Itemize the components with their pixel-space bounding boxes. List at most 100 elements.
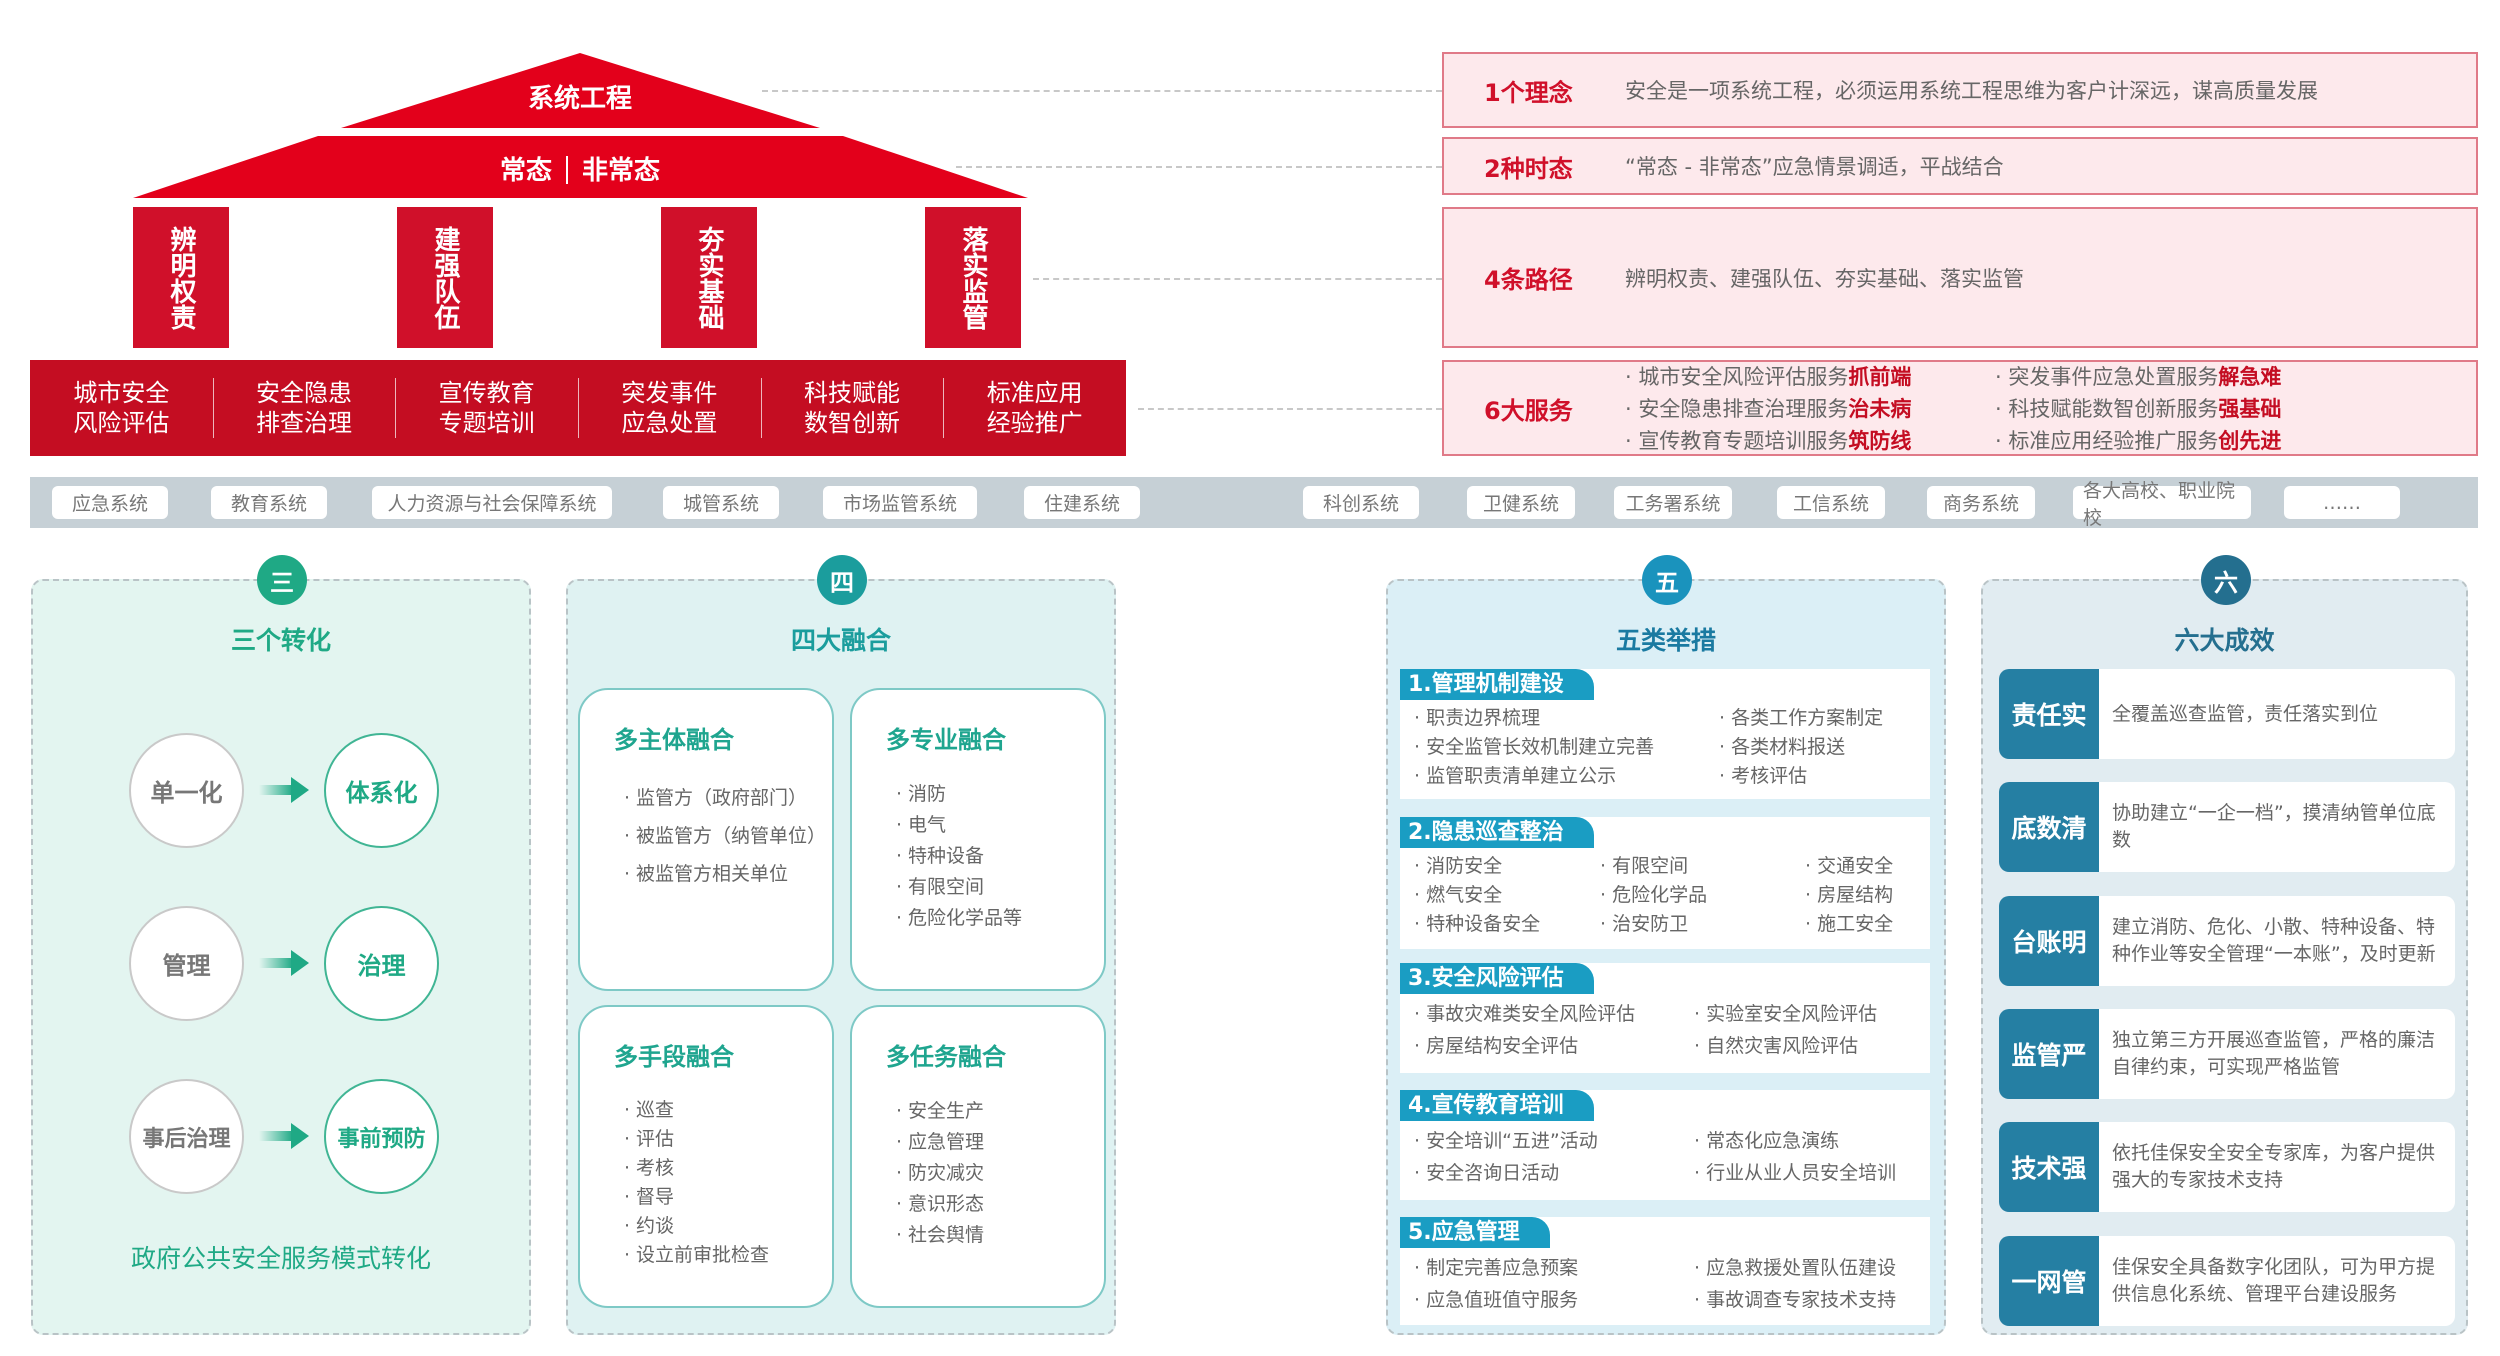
connector-line — [762, 90, 1442, 92]
system-tag: 科创系统 — [1303, 486, 1419, 519]
base-line: 安全隐患 — [256, 379, 352, 407]
base-line: 排查治理 — [256, 409, 352, 437]
panel-badge: 四 — [817, 555, 867, 605]
service-item: · 突发事件应急处置服务解急难 — [1995, 365, 2282, 389]
measure-section: 1.管理机制建设 职责边界梳理 各类工作方案制定 安全监管长效机制建立完善 各类… — [1400, 669, 1930, 799]
measure-item: 考核评估 — [1719, 762, 1939, 791]
arrow-right-icon — [259, 777, 309, 803]
panel-footer: 政府公共安全服务模式转化 — [130, 1244, 431, 1273]
outcome-key: 台账明 — [1999, 896, 2099, 986]
measure-item: 应急救援处置队伍建设 — [1694, 1252, 1944, 1284]
service-item: · 宣传教育专题培训服务筑防线 — [1625, 429, 1912, 453]
service-item: · 标准应用经验推广服务创先进 — [1995, 429, 2282, 453]
base-line: 专题培训 — [438, 409, 535, 437]
outcome-item: 底数清 协助建立“一企一档”，摸清纳管单位底数 — [1999, 782, 2455, 872]
base-line: 宣传教育 — [438, 379, 535, 407]
house-base: 城市安全风险评估 安全隐患排查治理 宣传教育专题培训 突发事件应急处置 科技赋能… — [30, 360, 1126, 456]
concept-value: 安全是一项系统工程，必须运用系统工程思维为客户计深远，谋高质量发展 — [1625, 79, 2318, 103]
service-item: · 城市安全风险评估服务抓前端 — [1625, 365, 1912, 389]
measure-item: 危险化学品 — [1600, 881, 1805, 910]
measure-item: 事故调查专家技术支持 — [1694, 1284, 1944, 1316]
outcome-value: 协助建立“一企一档”，摸清纳管单位底数 — [2112, 802, 2436, 851]
services-list: · 城市安全风险评估服务抓前端 · 突发事件应急处置服务解急难 · 安全隐患排查… — [1569, 361, 2365, 455]
states-key: 2种时态 — [1484, 154, 1573, 183]
outcome-item: 台账明 建立消防、危化、小散、特种设备、特种作业等安全管理“一本账”，及时更新 — [1999, 896, 2455, 986]
measure-item: 房屋结构安全评估 — [1414, 1030, 1694, 1062]
measure-item: 行业从业人员安全培训 — [1694, 1157, 1944, 1189]
section-items: 事故灾难类安全风险评估 实验室安全风险评估 房屋结构安全评估 自然灾害风险评估 — [1400, 994, 1930, 1068]
card-item: 督导 — [614, 1183, 832, 1212]
panel-title: 三个转化 — [230, 626, 331, 655]
paths-box: 4条路径 辨明权责、建强队伍、夯实基础、落实监管 — [1442, 207, 2478, 348]
base-line: 数智创新 — [804, 409, 901, 437]
measure-section: 2.隐患巡查整治 消防安全 有限空间 交通安全 燃气安全 危险化学品 房屋结构 … — [1400, 817, 1930, 949]
card-item: 社会舆情 — [886, 1220, 1104, 1251]
conversion-row: 管理 治理 — [129, 906, 439, 1021]
roof-mid-left: 常态 — [499, 156, 552, 186]
pillar: 辨明权责 — [133, 207, 229, 348]
section-items: 职责边界梳理 各类工作方案制定 安全监管长效机制建立完善 各类材料报送 监管职责… — [1400, 700, 1930, 797]
conversion-row: 事后治理 事前预防 — [129, 1079, 439, 1194]
base-item: 宣传教育专题培训 — [395, 378, 578, 438]
measure-item: 有限空间 — [1600, 852, 1805, 881]
from-oval: 管理 — [129, 906, 244, 1021]
from-oval: 单一化 — [129, 733, 244, 848]
measure-item: 常态化应急演练 — [1694, 1125, 1944, 1157]
measure-item: 制定完善应急预案 — [1414, 1252, 1694, 1284]
fusion-card: 多手段融合 巡查 评估 考核 督导 约谈 设立前审批检查 — [578, 1005, 834, 1308]
panel-badge: 五 — [1642, 555, 1692, 605]
services-box: 6大服务 · 城市安全风险评估服务抓前端 · 突发事件应急处置服务解急难 · 安… — [1442, 360, 2478, 456]
service-item: · 安全隐患排查治理服务治未病 — [1625, 397, 1912, 421]
divider — [566, 156, 568, 184]
system-tag: 住建系统 — [1024, 486, 1140, 519]
card-title: 多主体融合 — [614, 726, 734, 754]
section-tab: 5.应急管理 — [1400, 1217, 1550, 1248]
base-line: 标准应用 — [986, 379, 1083, 407]
section-items: 制定完善应急预案 应急救援处置队伍建设 应急值班值守服务 事故调查专家技术支持 — [1400, 1248, 1930, 1322]
section-tab: 2.隐患巡查整治 — [1400, 817, 1594, 848]
outcome-item: 责任实 全覆盖巡查监管，责任落实到位 — [1999, 669, 2455, 759]
measure-section: 5.应急管理 制定完善应急预案 应急救援处置队伍建设 应急值班值守服务 事故调查… — [1400, 1217, 1930, 1325]
base-line: 经验推广 — [986, 409, 1083, 437]
measure-item: 施工安全 — [1805, 910, 1945, 939]
systems-bar: 应急系统 教育系统 人力资源与社会保障系统 城管系统 市场监管系统 住建系统 科… — [30, 477, 2478, 529]
roof-top-label: 系统工程 — [527, 84, 632, 114]
section-tab: 4.宣传教育培训 — [1400, 1090, 1594, 1121]
base-item: 安全隐患排查治理 — [212, 378, 396, 438]
paths-value: 辨明权责、建强队伍、夯实基础、落实监管 — [1625, 266, 2024, 291]
fusion-card: 多专业融合 消防 电气 特种设备 有限空间 危险化学品等 — [850, 688, 1106, 991]
fusion-card: 多主体融合 监管方（政府部门） 被监管方（纳管单位） 被监管方相关单位 — [578, 688, 834, 991]
pillar: 落实监管 — [925, 207, 1021, 348]
measure-section: 3.安全风险评估 事故灾难类安全风险评估 实验室安全风险评估 房屋结构安全评估 … — [1400, 963, 1930, 1073]
measure-item: 应急值班值守服务 — [1414, 1284, 1694, 1316]
paths-key: 4条路径 — [1484, 266, 1573, 294]
pillar: 建强队伍 — [397, 207, 493, 348]
system-tag: 市场监管系统 — [823, 486, 977, 519]
measure-item: 实验室安全风险评估 — [1694, 998, 1944, 1030]
card-item: 消防 — [886, 779, 1104, 810]
panel-badge: 六 — [2201, 555, 2251, 605]
measure-item: 安全咨询日活动 — [1414, 1157, 1694, 1189]
system-tag: 人力资源与社会保障系统 — [372, 486, 612, 519]
roof-mid-label: 常态非常态 — [430, 150, 730, 187]
house-roof — [133, 53, 1028, 198]
system-tag: 商务系统 — [1927, 486, 2035, 519]
states-box: 2种时态 “常态 - 非常态”应急情景调适，平战结合 — [1442, 137, 2478, 195]
card-item: 意识形态 — [886, 1189, 1104, 1220]
base-line: 应急处置 — [621, 409, 718, 437]
measure-item: 燃气安全 — [1414, 881, 1600, 910]
measure-item: 交通安全 — [1805, 852, 1945, 881]
card-title: 多任务融合 — [886, 1043, 1006, 1071]
arrow-right-icon — [259, 1123, 309, 1149]
outcome-value: 独立第三方开展巡查监管，严格的廉洁自律约束，可实现严格监管 — [2112, 1029, 2436, 1078]
pillar-label: 落实监管 — [958, 225, 988, 330]
panel-title: 四大融合 — [790, 626, 891, 655]
fusion-card: 多任务融合 安全生产 应急管理 防灾减灾 意识形态 社会舆情 — [850, 1005, 1106, 1308]
service-item: · 科技赋能数智创新服务强基础 — [1995, 397, 2282, 421]
states-value: “常态 - 非常态”应急情景调适，平战结合 — [1625, 155, 2004, 179]
panel-badge: 三 — [257, 555, 307, 605]
card-item: 有限空间 — [886, 872, 1104, 903]
outcome-value: 全覆盖巡查监管，责任落实到位 — [2112, 702, 2379, 725]
services-key: 6大服务 — [1484, 396, 1573, 425]
pillar-label: 夯实基础 — [694, 225, 724, 330]
